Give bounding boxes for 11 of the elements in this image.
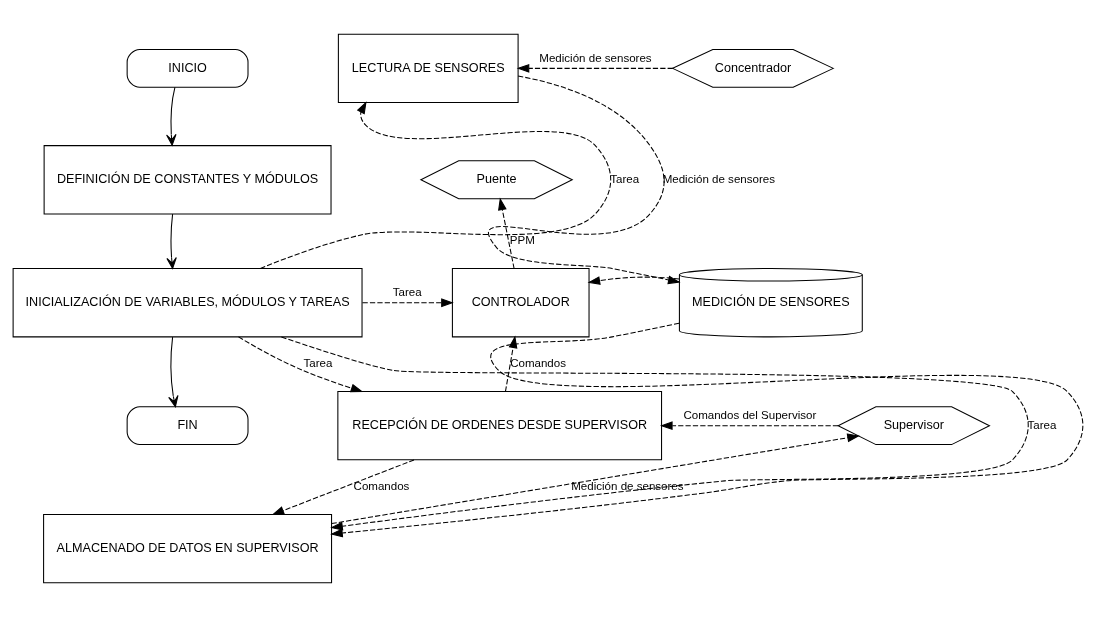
edge-label: Medición de sensores (662, 172, 775, 185)
edge-label: Medición de sensores (571, 480, 684, 493)
edge-label: Comandos (510, 357, 566, 370)
edge-label: Tarea (610, 172, 640, 185)
edge-label: Medición de sensores (539, 51, 652, 64)
edge-label: PPM (509, 234, 535, 247)
edge-label: Comandos del Supervisor (683, 409, 817, 422)
edge-label: Tarea (1027, 418, 1057, 431)
edge-label: Tarea (303, 357, 333, 370)
edge-label: Tarea (392, 286, 422, 299)
edge-label: Comandos (353, 480, 410, 493)
